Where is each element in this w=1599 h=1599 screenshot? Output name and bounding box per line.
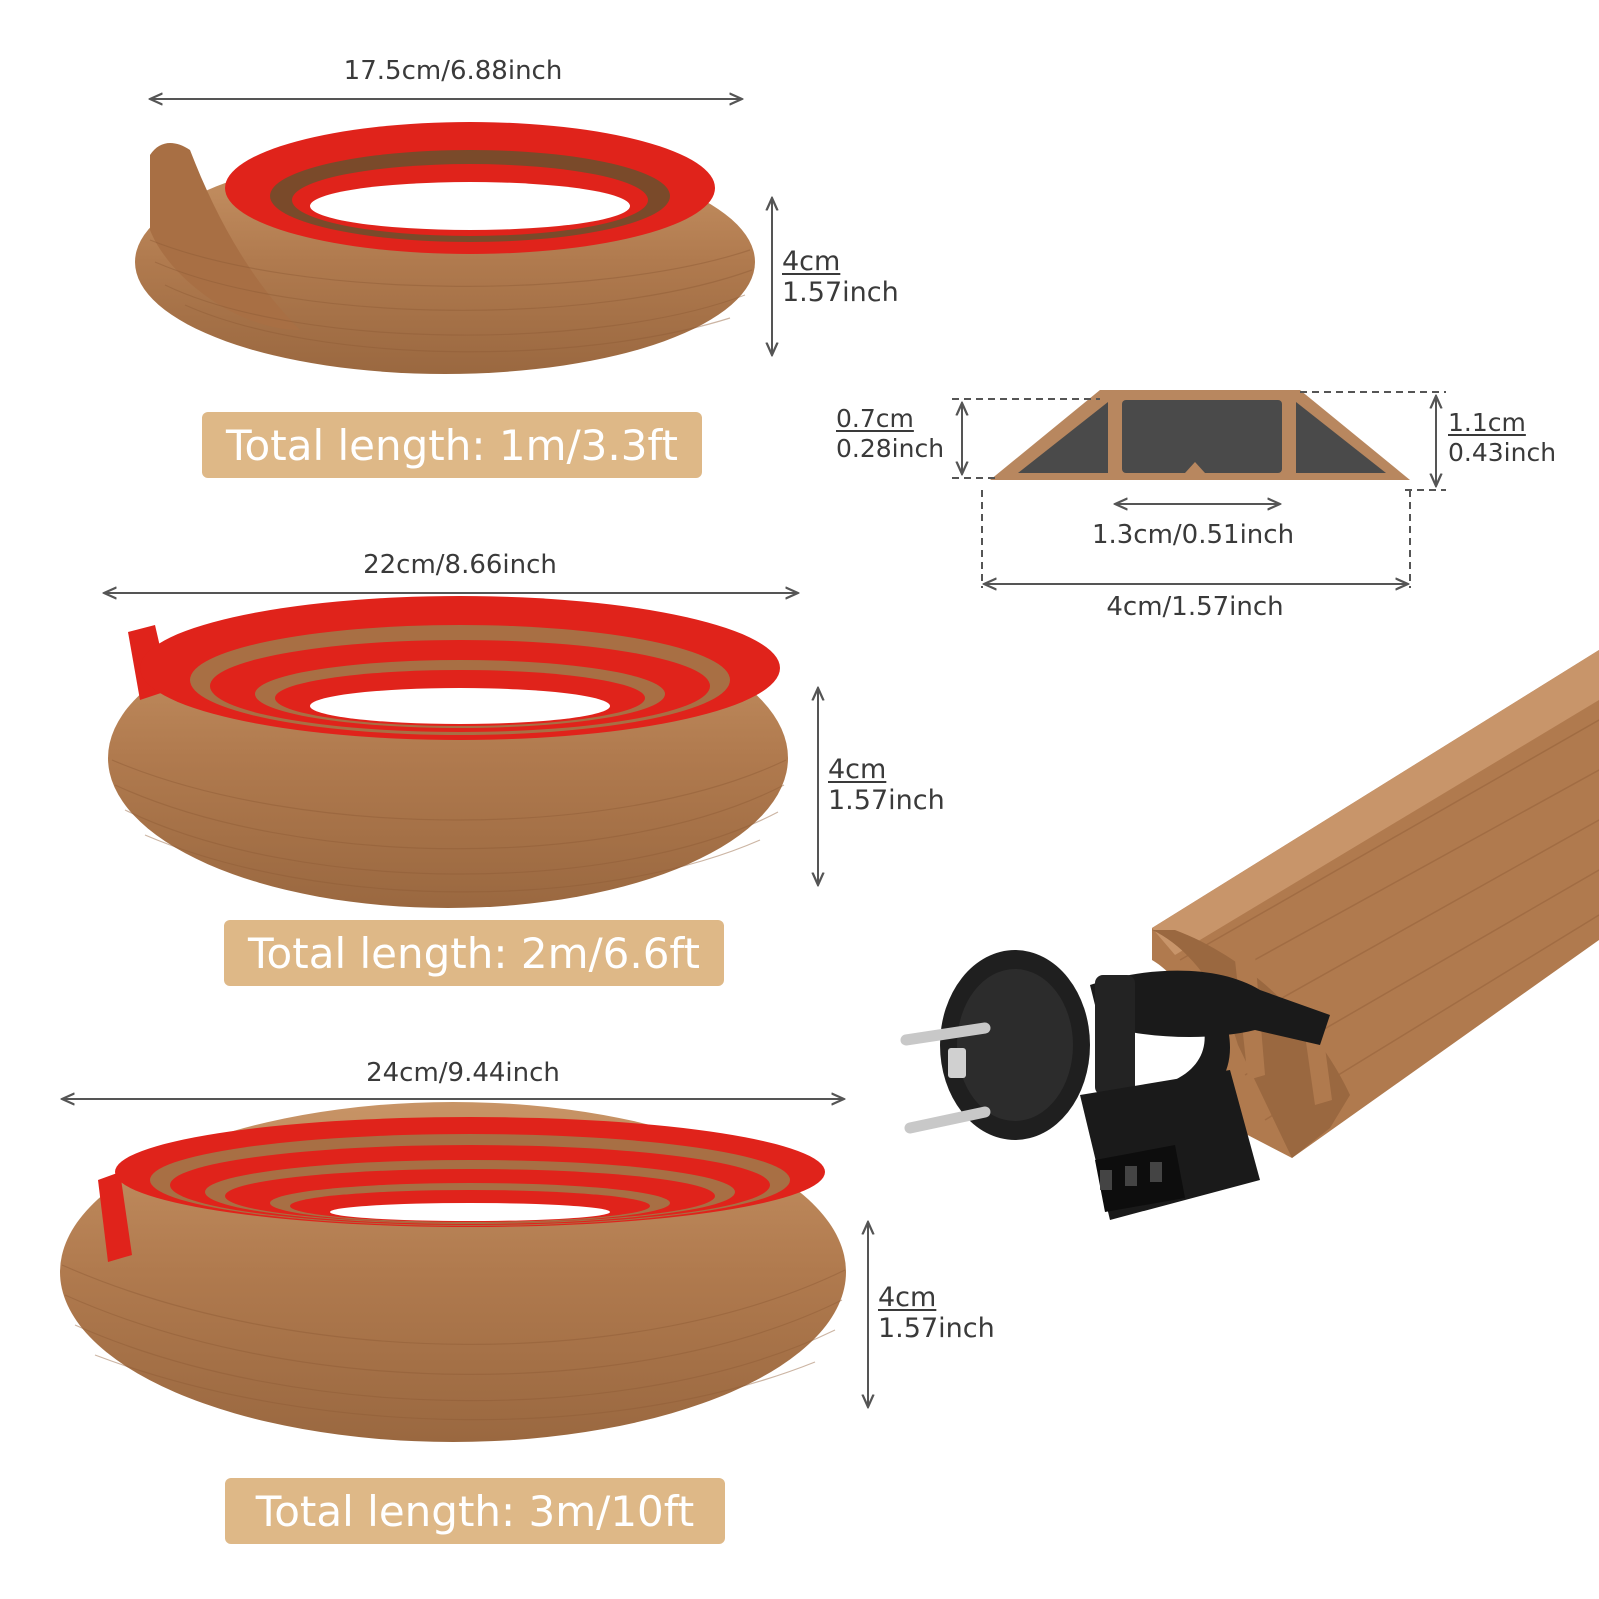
coil-large-length-badge: Total length: 3m/10ft [225, 1478, 725, 1544]
cross-section-guides [952, 391, 1446, 588]
edge-height-cm: 0.7cm [836, 404, 914, 433]
coil-small-width-label: 17.5cm/6.88inch [343, 56, 563, 86]
coil-large-height-cm: 4cm [878, 1282, 937, 1313]
coil-medium-width-label: 22cm/8.66inch [363, 550, 557, 580]
coil-small-height-inch: 1.57inch [782, 277, 899, 308]
total-width-label: 4cm/1.57inch [1106, 592, 1284, 622]
coil-medium-height-inch: 1.57inch [828, 785, 945, 816]
coil-medium-length-badge: Total length: 2m/6.6ft [224, 920, 724, 986]
coil-medium-height-label: 4cm 1.57inch [828, 754, 945, 816]
power-plug-image [900, 950, 1330, 1220]
coil-medium-height-cm: 4cm [828, 754, 887, 785]
edge-height-label: 0.7cm 0.28inch [836, 404, 944, 464]
coil-small-height-cm: 4cm [782, 246, 841, 277]
center-height-inch: 0.43inch [1448, 438, 1557, 467]
cross-section-diagram [990, 390, 1410, 480]
center-height-label: 1.1cm 0.43inch [1448, 408, 1556, 468]
coil-small-length-badge: Total length: 1m/3.3ft [202, 412, 702, 478]
edge-height-inch: 0.28inch [836, 434, 945, 463]
coil-small-height-label: 4cm 1.57inch [782, 246, 899, 308]
coil-small-image [135, 122, 755, 374]
coil-large-image [60, 1102, 846, 1442]
coil-large-height-label: 4cm 1.57inch [878, 1282, 995, 1344]
coil-large-height-inch: 1.57inch [878, 1313, 995, 1344]
center-height-cm: 1.1cm [1448, 408, 1526, 437]
coil-large-width-label: 24cm/9.44inch [366, 1058, 560, 1088]
coil-medium-image [108, 596, 788, 908]
channel-width-label: 1.3cm/0.51inch [1091, 520, 1295, 550]
